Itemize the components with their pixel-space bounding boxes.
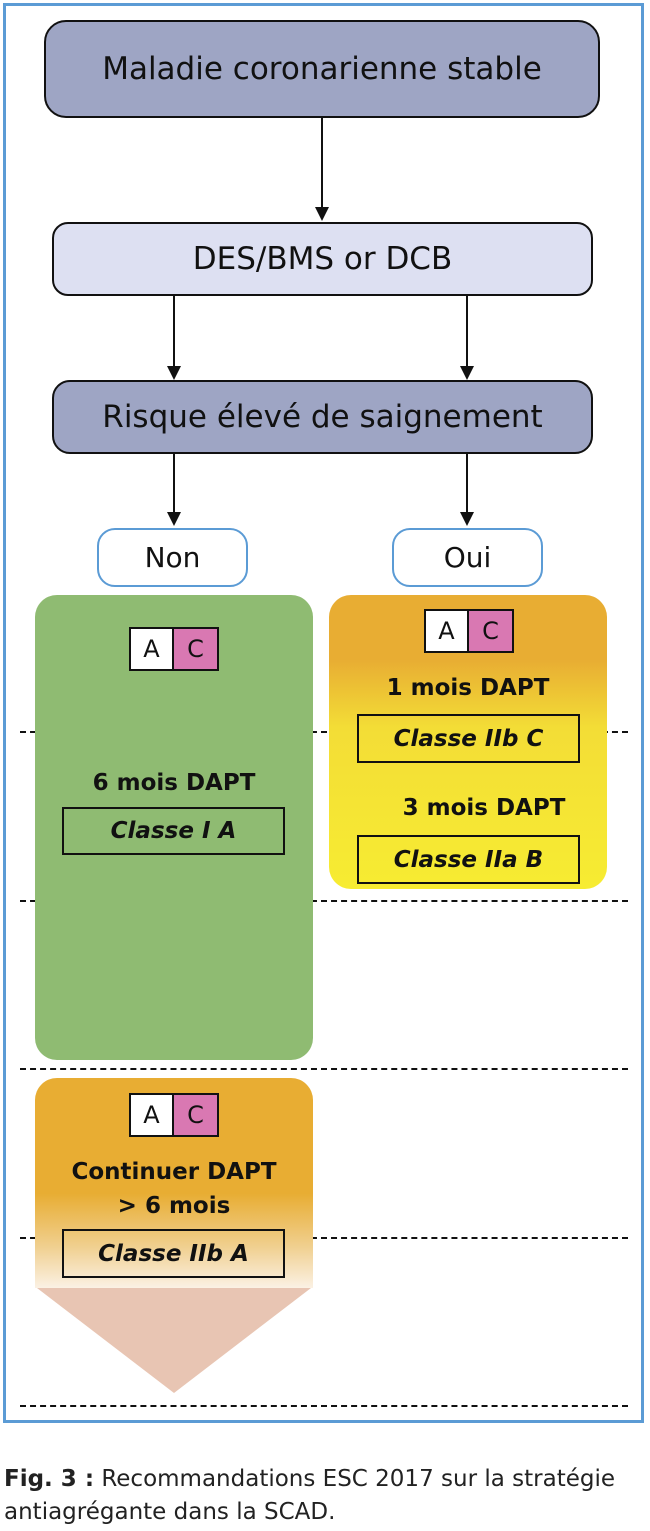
evidence-c: C xyxy=(174,629,217,669)
orange-duration-line1: Continuer DAPT xyxy=(71,1159,277,1185)
device-label: DES/BMS or DCB xyxy=(192,241,453,277)
separator-line xyxy=(20,1068,628,1070)
caption-label: Fig. 3 : xyxy=(4,1466,95,1492)
connector-line xyxy=(466,454,468,514)
yellow-duration-1-label: 1 mois DAPT xyxy=(386,675,550,701)
arrow-head-icon xyxy=(460,512,474,526)
stable-cad-box: Maladie coronarienne stable xyxy=(44,20,600,118)
evidence-badge: A C xyxy=(129,1093,219,1137)
separator-line xyxy=(20,900,628,902)
evidence-badge: A C xyxy=(424,609,514,653)
evidence-badge: A C xyxy=(129,627,219,671)
arrow-head-icon xyxy=(167,512,181,526)
green-duration-label: 6 mois DAPT xyxy=(92,770,256,796)
green-panel xyxy=(35,595,313,1060)
arrow-head-icon xyxy=(315,207,329,221)
caption-text: Recommandations ESC 2017 sur la stratégi… xyxy=(4,1466,615,1525)
arrow-head-icon xyxy=(460,366,474,380)
yellow-class-1-box: Classe IIb C xyxy=(357,714,580,763)
arrow-head-icon xyxy=(167,366,181,380)
bleeding-risk-box: Risque élevé de saignement xyxy=(52,380,593,454)
evidence-c: C xyxy=(174,1095,217,1135)
orange-duration-line2: > 6 mois xyxy=(117,1193,231,1219)
branch-yes-pill: Oui xyxy=(392,528,543,587)
evidence-c: C xyxy=(469,611,512,651)
yellow-class-2-box: Classe IIa B xyxy=(357,835,580,884)
continuation-arrow-icon xyxy=(37,1288,311,1393)
connector-line xyxy=(321,118,323,210)
connector-line xyxy=(173,296,175,368)
separator-line xyxy=(20,1237,628,1239)
yellow-duration-2-label: 3 mois DAPT xyxy=(402,795,566,821)
device-box: DES/BMS or DCB xyxy=(52,222,593,296)
bleeding-risk-label: Risque élevé de saignement xyxy=(102,399,543,435)
orange-class-box: Classe IIb A xyxy=(62,1229,285,1278)
connector-line xyxy=(173,454,175,514)
evidence-a: A xyxy=(426,611,469,651)
separator-line xyxy=(20,1405,628,1407)
stable-cad-label: Maladie coronarienne stable xyxy=(102,51,542,87)
figure-caption: Fig. 3 : Recommandations ESC 2017 sur la… xyxy=(4,1463,650,1529)
green-class-box: Classe I A xyxy=(62,807,285,855)
branch-yes-label: Oui xyxy=(443,541,492,574)
connector-line xyxy=(466,296,468,368)
branch-no-pill: Non xyxy=(97,528,248,587)
branch-no-label: Non xyxy=(144,541,201,574)
separator-line xyxy=(20,731,628,733)
evidence-a: A xyxy=(131,629,174,669)
evidence-a: A xyxy=(131,1095,174,1135)
